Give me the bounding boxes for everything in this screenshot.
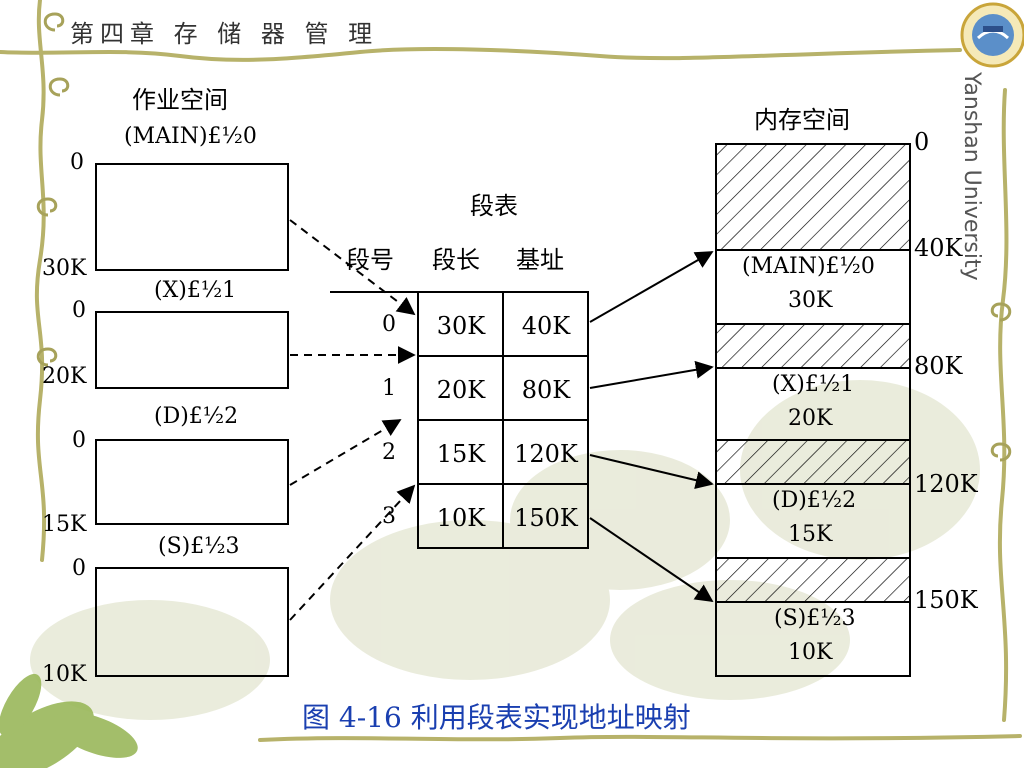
segment-table-header-num: 段号 <box>346 246 394 274</box>
memory-address: 40K <box>914 234 963 262</box>
memory-block-size: 10K <box>788 640 833 665</box>
job-segment-x-box <box>95 311 289 389</box>
segment-length: 15K <box>436 440 486 468</box>
job-segment-start: 0 <box>72 298 86 323</box>
dashed-mapping-arrows <box>289 219 416 621</box>
memory-block-size: 20K <box>788 406 833 431</box>
memory-block-name: (S)£½3 <box>774 606 856 631</box>
memory-block-name: (D)£½2 <box>772 488 857 513</box>
segment-base: 120K <box>514 440 578 468</box>
memory-block-name: (MAIN)£½0 <box>742 254 875 279</box>
vine-curls <box>36 12 1012 462</box>
job-segment-end: 15K <box>42 512 87 537</box>
solid-mapping-arrows <box>589 251 714 603</box>
job-segment-start: 0 <box>72 428 86 453</box>
memory-block-name: (X)£½1 <box>772 372 855 397</box>
job-segment-s-box <box>95 567 289 677</box>
job-space-title: 作业空间 <box>132 86 228 114</box>
vine-decoration <box>0 0 1022 742</box>
job-segment-name: (S)£½3 <box>158 534 240 559</box>
job-segment-start: 0 <box>70 150 84 175</box>
segment-num: 2 <box>382 440 396 465</box>
job-segment-end: 10K <box>42 662 87 687</box>
segment-num: 0 <box>382 312 396 337</box>
job-segment-name: (D)£½2 <box>154 404 239 429</box>
segment-length: 20K <box>436 376 486 404</box>
leaf-decoration-bottom-left <box>0 673 138 768</box>
job-segment-name: (X)£½1 <box>154 278 237 303</box>
segment-num: 1 <box>382 376 396 401</box>
memory-address: 120K <box>914 470 978 498</box>
memory-column <box>715 143 911 677</box>
segment-base: 150K <box>514 504 578 532</box>
figure-caption: 图 4-16 利用段表实现地址映射 <box>302 701 691 734</box>
job-segment-name: (MAIN)£½0 <box>124 124 257 149</box>
job-segment-start: 0 <box>72 556 86 581</box>
university-name: Yanshan University <box>959 72 984 281</box>
memory-address: 150K <box>914 586 978 614</box>
segment-table-header-base: 基址 <box>516 246 564 274</box>
segment-base: 80K <box>521 376 571 404</box>
university-logo-icon <box>960 2 1024 68</box>
job-segment-end: 30K <box>42 256 87 281</box>
memory-address: 0 <box>914 128 930 156</box>
job-segment-d-box <box>95 439 289 525</box>
job-segment-end: 20K <box>42 364 87 389</box>
segment-num: 3 <box>382 504 396 529</box>
memory-address: 80K <box>914 352 963 380</box>
job-segment-main-box <box>95 163 289 271</box>
segment-table-title: 段表 <box>470 192 518 220</box>
chapter-title: 第四章 存 储 器 管 理 <box>70 20 379 48</box>
segment-length: 30K <box>436 312 486 340</box>
memory-block-size: 30K <box>788 288 833 313</box>
segment-table-grid <box>330 291 589 549</box>
segment-base: 40K <box>521 312 571 340</box>
segment-table-header-length: 段长 <box>432 246 480 274</box>
memory-space-title: 内存空间 <box>754 106 850 134</box>
memory-block-size: 15K <box>788 522 833 547</box>
segment-length: 10K <box>436 504 486 532</box>
